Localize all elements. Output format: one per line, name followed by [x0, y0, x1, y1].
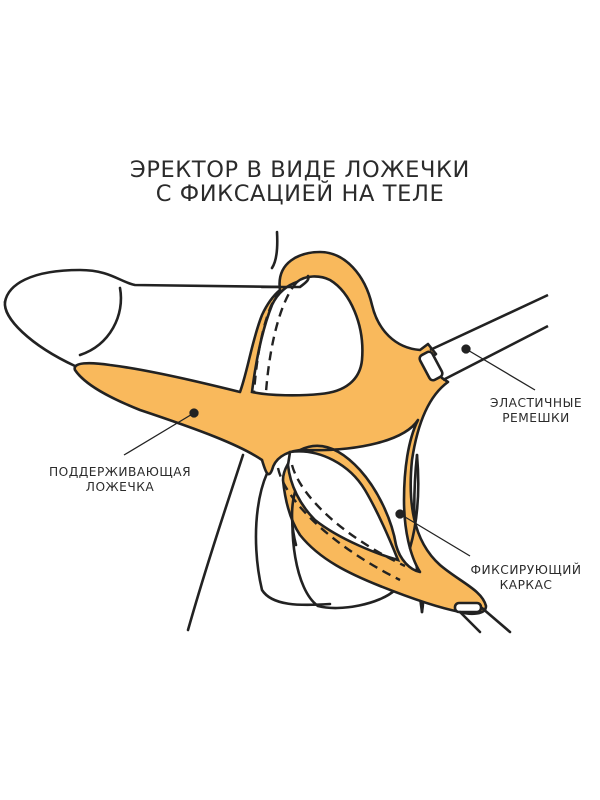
straps-pointer-line: [465, 348, 536, 391]
label-fixing-frame: ФИКСИРУЮЩИЙ КАРКАС: [466, 563, 586, 593]
frame-pointer-line: [399, 513, 471, 557]
strap-buckle-upper: [418, 350, 444, 382]
strap-buckle-lower: [453, 601, 483, 614]
torso-left-outline: [270, 230, 279, 270]
lower-frame-hole: [286, 450, 401, 562]
ring-dashed-outer: [252, 289, 281, 393]
title-line-2: С ФИКСАЦИЕЙ НА ТЕЛЕ: [155, 181, 445, 207]
title-line-1: ЭРЕКТОР В ВИДЕ ЛОЖЕЧКИ: [130, 157, 470, 183]
shaft-top-overlap: [260, 274, 310, 289]
shaft-tip-outline: [3, 300, 77, 368]
shaft-outline: [3, 268, 292, 304]
label-spoon-line-1: ПОДДЕРЖИВАЮЩАЯ: [48, 465, 192, 479]
label-supporting-spoon: ПОДДЕРЖИВАЮЩАЯ ЛОЖЕЧКА: [30, 465, 210, 495]
label-straps-line-2: РЕМЕШКИ: [502, 411, 570, 425]
label-frame-line-2: КАРКАС: [499, 578, 553, 592]
label-spoon-line-2: ЛОЖЕЧКА: [85, 480, 155, 494]
lower-dashed-inner: [290, 464, 406, 568]
label-elastic-straps: ЭЛАСТИЧНЫЕ РЕМЕШКИ: [478, 396, 594, 426]
leg-left-outline: [186, 453, 245, 632]
upper-elastic-strap: [418, 293, 549, 382]
lower-dashed-outer: [276, 467, 401, 582]
label-frame-line-1: ФИКСИРУЮЩИЙ: [470, 563, 582, 577]
shaft-glans-line: [78, 286, 123, 357]
lower-elastic-strap: [453, 601, 512, 634]
ring-hole: [250, 275, 364, 397]
diagram-title: ЭРЕКТОР В ВИДЕ ЛОЖЕЧКИ С ФИКСАЦИЕЙ НА ТЕ…: [0, 158, 600, 206]
label-straps-line-1: ЭЛАСТИЧНЫЕ: [489, 396, 583, 410]
spoon-pointer-line: [123, 412, 195, 456]
leg-line-over: [408, 453, 420, 550]
testicle-line-over: [290, 490, 298, 547]
